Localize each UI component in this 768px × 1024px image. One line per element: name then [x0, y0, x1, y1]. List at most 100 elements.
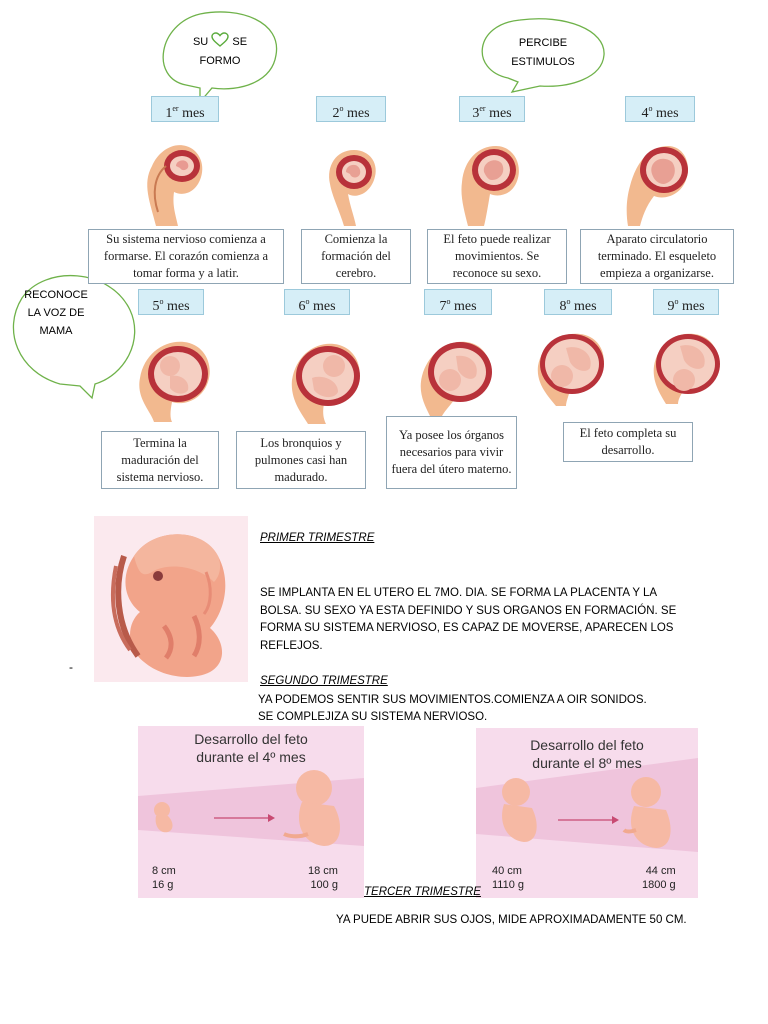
segundo-trimestre-line1: YA PODEMOS SENTIR SUS MOVIMIENTOS.COMIEN…: [258, 694, 647, 706]
bubble-text-mama: MAMA: [39, 325, 73, 337]
small-fetus-figure: [154, 802, 173, 833]
start-measurements-month-8: 40 cm 1110 g: [492, 864, 524, 892]
large-fetus-figure: [283, 770, 340, 846]
bubble-text-su: SU: [192, 36, 209, 48]
fetus-month-8-illustration: [537, 333, 604, 406]
month-num: 6: [298, 299, 306, 314]
end-measurements-month-4: 18 cm 100 g: [308, 864, 338, 892]
caption-month-1: Su sistema nervioso comienza a formarse.…: [88, 229, 284, 284]
month-sup: o: [446, 297, 451, 306]
fetus-44cm-figure: [622, 777, 671, 848]
fetus-month-6-illustration: [291, 343, 360, 424]
embryo-illustration: [110, 534, 226, 677]
start-size: 40 cm: [492, 865, 522, 877]
month-sup: er: [172, 104, 179, 113]
end-weight: 1800 g: [642, 879, 676, 891]
caption-month-9: El feto completa su desarrollo.: [563, 422, 693, 462]
month-sup: o: [674, 297, 679, 306]
fetus-month-5-illustration: [139, 341, 210, 422]
month-word: mes: [681, 299, 705, 314]
month-label-6: 6o mes: [284, 289, 350, 315]
fetus-40cm-figure: [502, 778, 537, 842]
fetus-month-3-illustration: [461, 146, 519, 226]
month-num: 8: [559, 299, 567, 314]
month-sup: o: [159, 297, 164, 306]
month-sup: er: [479, 104, 486, 113]
caption-month-7: Ya posee los órganos necesarios para viv…: [386, 416, 517, 489]
segundo-trimestre-line2: SE COMPLEJIZA SU SISTEMA NERVIOSO.: [258, 711, 488, 723]
month-num: 9: [667, 299, 675, 314]
dev-title-line2: durante el 4º mes: [196, 749, 306, 765]
embryo-month-1-illustration: [147, 145, 203, 226]
bubble-text-la-voz: LA VOZ DE: [27, 307, 85, 319]
caption-month-2: Comienza la formación del cerebro.: [301, 229, 411, 284]
month-label-2: 2o mes: [316, 96, 386, 122]
bubble-text-formo: FORMO: [199, 55, 241, 67]
heart-outline-icon: [211, 32, 229, 47]
month-num: 4: [641, 106, 649, 121]
development-title-month-4: Desarrollo del feto durante el 4º mes: [138, 730, 364, 766]
tercer-trimestre-body: YA PUEDE ABRIR SUS OJOS, MIDE APROXIMADA…: [336, 914, 687, 926]
month-word: mes: [489, 106, 512, 121]
tercer-trimestre-heading: TERCER TRIMESTRE: [364, 886, 481, 898]
primer-trimestre-body: SE IMPLANTA EN EL UTERO EL 7MO. DIA. SE …: [260, 587, 677, 652]
dev-title-line1: Desarrollo del feto: [194, 731, 308, 747]
embryo-month-2-illustration: [329, 150, 376, 226]
end-measurements-month-8: 44 cm 1800 g: [642, 864, 676, 892]
end-size: 44 cm: [645, 865, 676, 877]
month-num: 5: [152, 299, 160, 314]
development-title-month-8: Desarrollo del feto durante el 8º mes: [476, 736, 698, 772]
start-weight: 1110 g: [492, 879, 525, 891]
bubble-text-percibe: PERCIBE: [518, 37, 568, 49]
month-sup: o: [339, 104, 344, 113]
bubble-percibe-text: PERCIBE ESTIMULOS: [498, 34, 588, 72]
development-panel-month-4: Desarrollo del feto durante el 4º mes 8 …: [138, 726, 364, 898]
caption-month-3: El feto puede realizar movimientos. Se r…: [427, 229, 567, 284]
bubble-text-reconoce: RECONOCE: [24, 289, 88, 301]
end-weight: 100 g: [310, 879, 338, 891]
month-label-4: 4o mes: [625, 96, 695, 122]
month-sup: o: [648, 104, 653, 113]
caption-month-5: Termina la maduración del sistema nervio…: [101, 431, 219, 489]
month-label-3: 3er mes: [459, 96, 525, 122]
end-size: 18 cm: [308, 865, 338, 877]
segundo-trimestre-heading: SEGUNDO TRIMESTRE: [260, 675, 388, 687]
month-word: mes: [182, 106, 205, 121]
month-sup: o: [305, 297, 310, 306]
month-label-7: 7o mes: [424, 289, 492, 315]
development-panel-month-8: Desarrollo del feto durante el 8º mes 40…: [476, 728, 698, 898]
month-num: 1: [165, 106, 173, 121]
bubble-su-corazon-text: SU SE FORMO: [180, 32, 260, 71]
embryo-first-trimester-image: [94, 516, 248, 682]
month-label-5: 5o mes: [138, 289, 204, 315]
start-weight: 16 g: [152, 879, 174, 891]
start-size: 8 cm: [152, 865, 176, 877]
list-dash: -: [69, 660, 73, 674]
panel-wedge: [476, 758, 698, 852]
primer-trimestre-heading: PRIMER TRIMESTRE: [260, 532, 375, 544]
month-num: 3: [472, 106, 480, 121]
month-label-9: 9o mes: [653, 289, 719, 315]
month-word: mes: [166, 299, 190, 314]
bubble-text-estimulos: ESTIMULOS: [511, 56, 575, 68]
month-word: mes: [312, 299, 336, 314]
fetus-month-4-illustration: [626, 146, 688, 226]
month-label-8: 8o mes: [544, 289, 612, 315]
caption-month-4: Aparato circulatorio terminado. El esque…: [580, 229, 734, 284]
dev-title-line2: durante el 8º mes: [532, 755, 642, 771]
dev-title-line1: Desarrollo del feto: [530, 737, 644, 753]
month-num: 7: [439, 299, 447, 314]
month-word: mes: [655, 106, 679, 121]
month-sup: o: [566, 297, 571, 306]
fetus-month-9-illustration: [653, 333, 720, 404]
start-measurements-month-4: 8 cm 16 g: [152, 864, 176, 892]
month-word: mes: [573, 299, 597, 314]
panel-wedge: [138, 770, 364, 846]
caption-month-6: Los bronquios y pulmones casi han madura…: [236, 431, 366, 489]
month-word: mes: [453, 299, 477, 314]
bubble-reconoce-text: RECONOCE LA VOZ DE MAMA: [14, 286, 98, 340]
month-num: 2: [332, 106, 340, 121]
fetus-month-7-illustration: [420, 341, 492, 416]
bubble-text-se: SE: [232, 36, 248, 48]
month-word: mes: [346, 106, 370, 121]
